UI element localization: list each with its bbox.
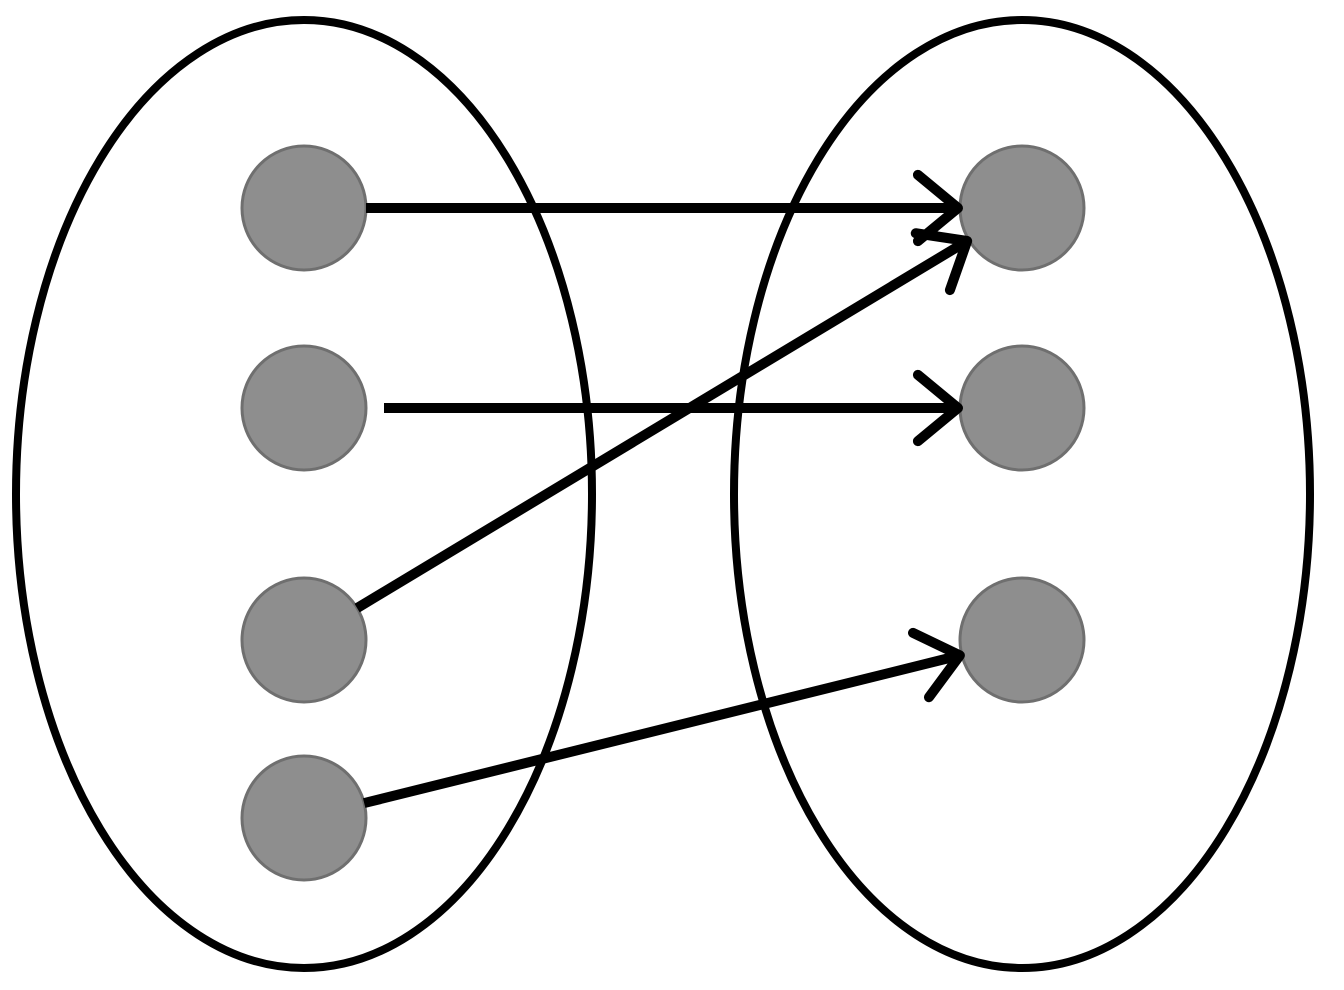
left-element-1 — [240, 144, 368, 272]
right-element-1 — [958, 144, 1086, 272]
left-element-2 — [240, 344, 368, 472]
arrow-head — [912, 369, 963, 447]
mapping-arrow-3 — [354, 228, 973, 613]
right-element-3 — [958, 576, 1086, 704]
mapping-arrow-2 — [384, 369, 963, 447]
left-set-ellipse — [12, 16, 596, 972]
arrow-shaft — [362, 650, 962, 808]
mapping-arrow-4 — [362, 627, 965, 808]
arrow-head — [912, 169, 963, 247]
mapping-arrow-1 — [366, 169, 963, 247]
right-set-ellipse — [730, 16, 1314, 972]
left-element-3 — [240, 576, 368, 704]
arrow-head — [910, 228, 973, 296]
arrow-head — [908, 627, 965, 703]
arrow-shaft — [354, 236, 970, 613]
left-element-4 — [240, 754, 368, 882]
right-element-2 — [958, 344, 1086, 472]
